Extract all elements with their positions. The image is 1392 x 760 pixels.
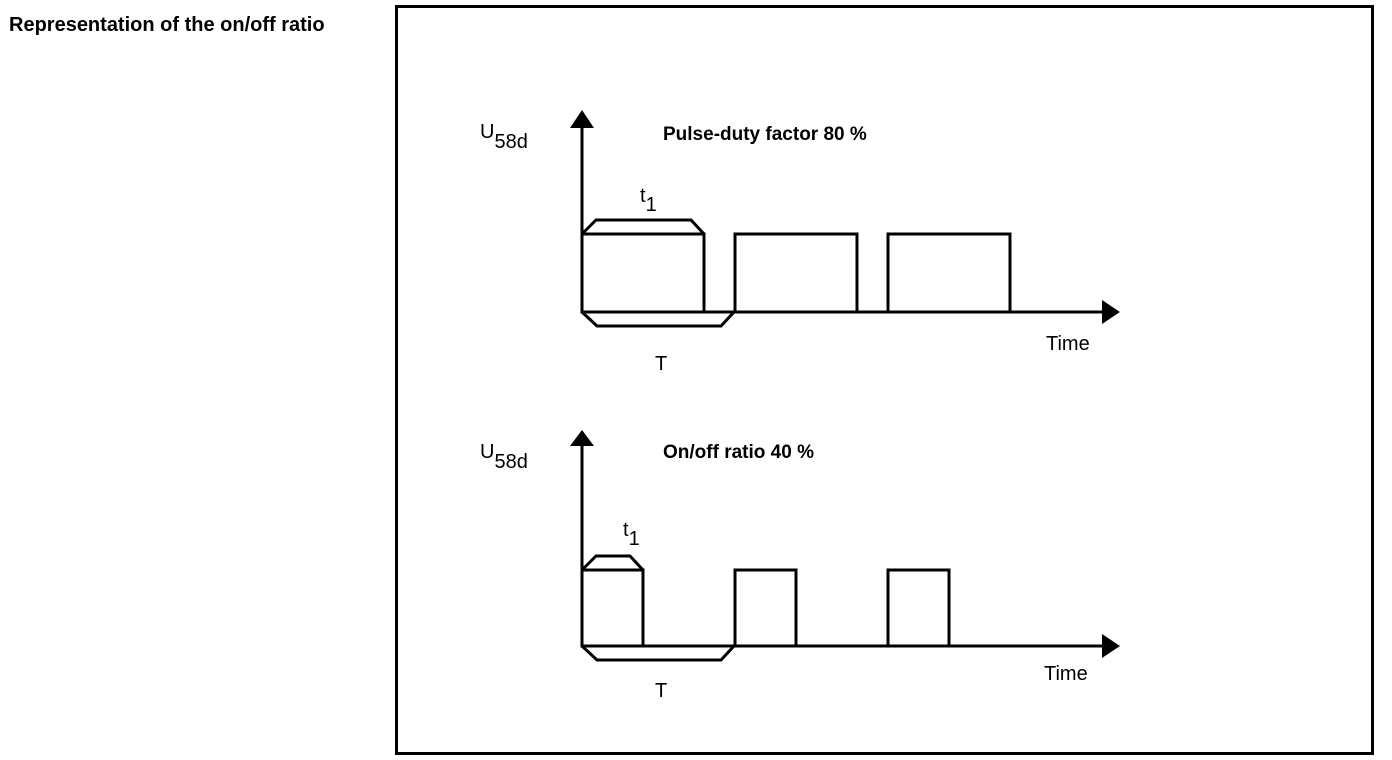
upper-pulse-2 [733,232,859,314]
diagram-frame [395,5,1374,755]
lower-pulse-train [580,568,951,648]
upper-t1-label: t1 [640,185,657,216]
lower-y-axis-arrow [570,430,594,446]
upper-pulse-train [580,232,1012,314]
upper-y-axis-label: U58d [480,121,528,153]
upper-pulse-3 [886,232,1012,314]
lower-diagram: On/off ratio 40 % U58d Time t1 T [480,430,1120,702]
upper-x-axis-arrow [1102,300,1120,324]
lower-period-bracket [580,644,736,662]
upper-pulse-1 [580,232,706,314]
upper-diagram: Pulse-duty factor 80 % U58d Time t1 T [480,110,1120,375]
upper-period-label: T [655,353,667,375]
lower-title: On/off ratio 40 % [663,442,814,463]
lower-pulse-1 [580,568,645,648]
lower-pulse-3 [886,568,951,648]
lower-x-axis-label: Time [1044,663,1088,685]
lower-x-axis-arrow [1102,634,1120,658]
lower-y-axis-label: U58d [480,441,528,473]
upper-title: Pulse-duty factor 80 % [663,124,867,145]
lower-pulse-2 [733,568,798,648]
upper-period-bracket [580,310,736,328]
upper-y-axis-arrow [570,110,594,128]
upper-x-axis-label: Time [1046,333,1090,355]
page-title: Representation of the on/off ratio [9,14,325,36]
lower-t1-label: t1 [623,519,640,550]
lower-period-label: T [655,680,667,702]
upper-t1-bracket [580,218,706,236]
lower-t1-bracket [580,554,645,572]
